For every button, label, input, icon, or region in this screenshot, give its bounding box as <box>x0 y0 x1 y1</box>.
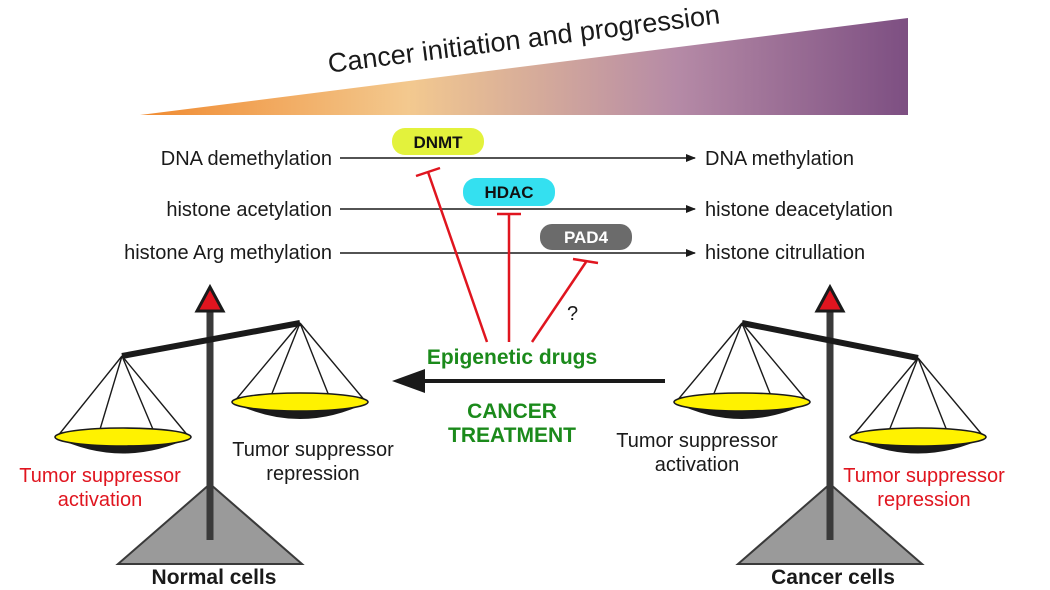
cancer-low-pan-label-line2: repression <box>877 489 970 511</box>
cancer-treatment-line2: TREATMENT <box>448 424 576 447</box>
pan-rim <box>673 392 811 412</box>
cancer-low-pan-label-line1: Tumor suppressor <box>843 465 1005 487</box>
pan-string <box>233 322 301 403</box>
pan-string <box>741 322 809 403</box>
pan-rim <box>849 427 987 447</box>
process-left-label: histone Arg methylation <box>124 242 332 264</box>
scale-tip <box>194 283 226 313</box>
process-right-label: histone citrullation <box>705 242 865 264</box>
cancer-high-pan-label-line1: Tumor suppressor <box>616 430 778 452</box>
cancer-cells-title: Cancer cells <box>771 566 895 589</box>
inhibition-bar-dnmt <box>415 166 441 178</box>
process-right-label: DNA methylation <box>705 148 854 170</box>
pan-string <box>121 355 190 438</box>
uncertain-question-mark: ? <box>567 303 578 325</box>
scale-beam <box>121 320 301 359</box>
pan-rim <box>54 427 192 447</box>
process-right-label: histone deacetylation <box>705 199 893 221</box>
cancer-high-pan-label-line2: activation <box>655 454 740 476</box>
normal-cells-title: Normal cells <box>152 566 277 589</box>
normal-high-pan-label-line1: Tumor suppressor <box>232 439 394 461</box>
scale-beam <box>741 320 919 361</box>
cancer-treatment-line1: CANCER <box>467 400 557 423</box>
pan-string <box>675 322 743 403</box>
normal-high-pan-label-line2: repression <box>266 463 359 485</box>
inhibition-line-pad4 <box>530 261 588 343</box>
normal-low-pan-label-line1: Tumor suppressor <box>19 465 181 487</box>
process-left-label: DNA demethylation <box>161 148 332 170</box>
pan-string <box>917 357 985 438</box>
enzyme-label: DNMT <box>413 133 463 152</box>
process-row-acetylation: histone acetylation histone deacetylatio… <box>166 199 893 221</box>
enzyme-pill-bg <box>463 178 555 206</box>
normal-low-pan-label-line2: activation <box>58 489 143 511</box>
inhibition-lines: ? <box>415 166 599 343</box>
enzyme-pill-dnmt: DNMT <box>392 128 484 155</box>
epigenetic-drugs-label: Epigenetic drugs <box>427 346 597 369</box>
process-left-label: histone acetylation <box>166 199 332 221</box>
process-row-dna: DNA demethylation DNA methylation <box>161 148 854 170</box>
inhibition-bar-pad4 <box>572 257 599 265</box>
cancer-cells-scale: Tumor suppressor activation Tumor suppre… <box>616 283 1005 589</box>
enzyme-label: PAD4 <box>564 228 609 247</box>
enzyme-label: HDAC <box>484 183 533 202</box>
process-row-citrullation: histone Arg methylation histone citrulla… <box>124 242 865 264</box>
pan-string <box>56 355 123 438</box>
pan-rim <box>231 392 369 412</box>
scale-tip <box>814 283 846 313</box>
normal-cells-scale: Tumor suppressor activation Tumor suppre… <box>19 283 394 589</box>
enzyme-pill-pad4: PAD4 <box>540 224 632 250</box>
progression-wedge <box>140 18 908 115</box>
enzyme-pill-bg <box>392 128 484 155</box>
pan-string <box>299 322 367 403</box>
pan-string <box>851 357 919 438</box>
enzyme-pill-hdac: HDAC <box>463 178 555 206</box>
treatment-arrow-head <box>392 369 425 393</box>
enzyme-pill-bg <box>540 224 632 250</box>
inhibition-line-dnmt <box>426 171 489 343</box>
